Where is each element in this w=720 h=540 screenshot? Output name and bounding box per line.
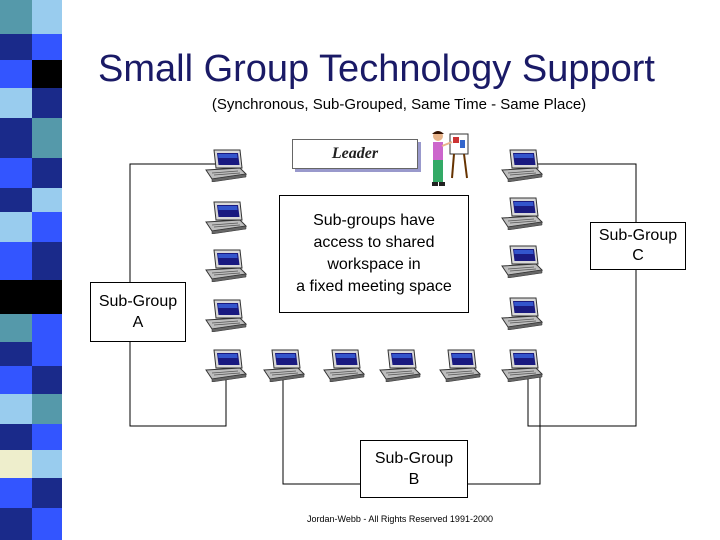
workspace-line-1: Sub-groups have: [313, 212, 435, 229]
slide-subtitle: (Synchronous, Sub-Grouped, Same Time - S…: [211, 96, 587, 113]
shared-workspace-box: Sub-groups have access to shared workspa…: [279, 195, 469, 313]
sub-group-a-letter: A: [132, 314, 144, 331]
laptop-icon: [379, 349, 421, 382]
workspace-line-3: workspace in: [327, 256, 421, 273]
laptop-icon: [263, 349, 305, 382]
workspace-line-2: access to shared: [313, 234, 435, 251]
presenter-at-easel-icon: [432, 131, 469, 186]
copyright-footer: Jordan-Webb - All Rights Reserved 1991-2…: [307, 514, 493, 524]
laptop-icon: [501, 297, 543, 330]
laptop-icon: [501, 245, 543, 278]
laptop-icon: [323, 349, 365, 382]
decorative-stripe: [0, 0, 70, 540]
sub-group-c-letter: C: [632, 247, 644, 264]
laptop-icon: [205, 249, 247, 282]
sub-group-a-label: Sub-Group: [98, 293, 178, 310]
workspace-line-4: a fixed meeting space: [296, 278, 452, 295]
laptop-icon: [205, 349, 247, 382]
laptop-icon: [205, 149, 247, 182]
slide-title: Small Group Technology Support: [98, 48, 655, 90]
leader-label: Leader: [292, 139, 418, 169]
laptop-icon: [501, 197, 543, 230]
sub-group-b-label: Sub-Group: [374, 450, 454, 467]
laptop-icon: [205, 201, 247, 234]
sub-group-c-box: Sub-Group C: [590, 222, 686, 270]
sub-group-b-letter: B: [408, 471, 420, 488]
laptop-icon: [501, 149, 543, 182]
sub-group-b-box: Sub-Group B: [360, 440, 468, 498]
laptop-icon: [205, 299, 247, 332]
sub-group-a-box: Sub-Group A: [90, 282, 186, 342]
laptop-icon: [501, 349, 543, 382]
sub-group-c-label: Sub-Group: [598, 227, 678, 244]
laptop-icon: [439, 349, 481, 382]
